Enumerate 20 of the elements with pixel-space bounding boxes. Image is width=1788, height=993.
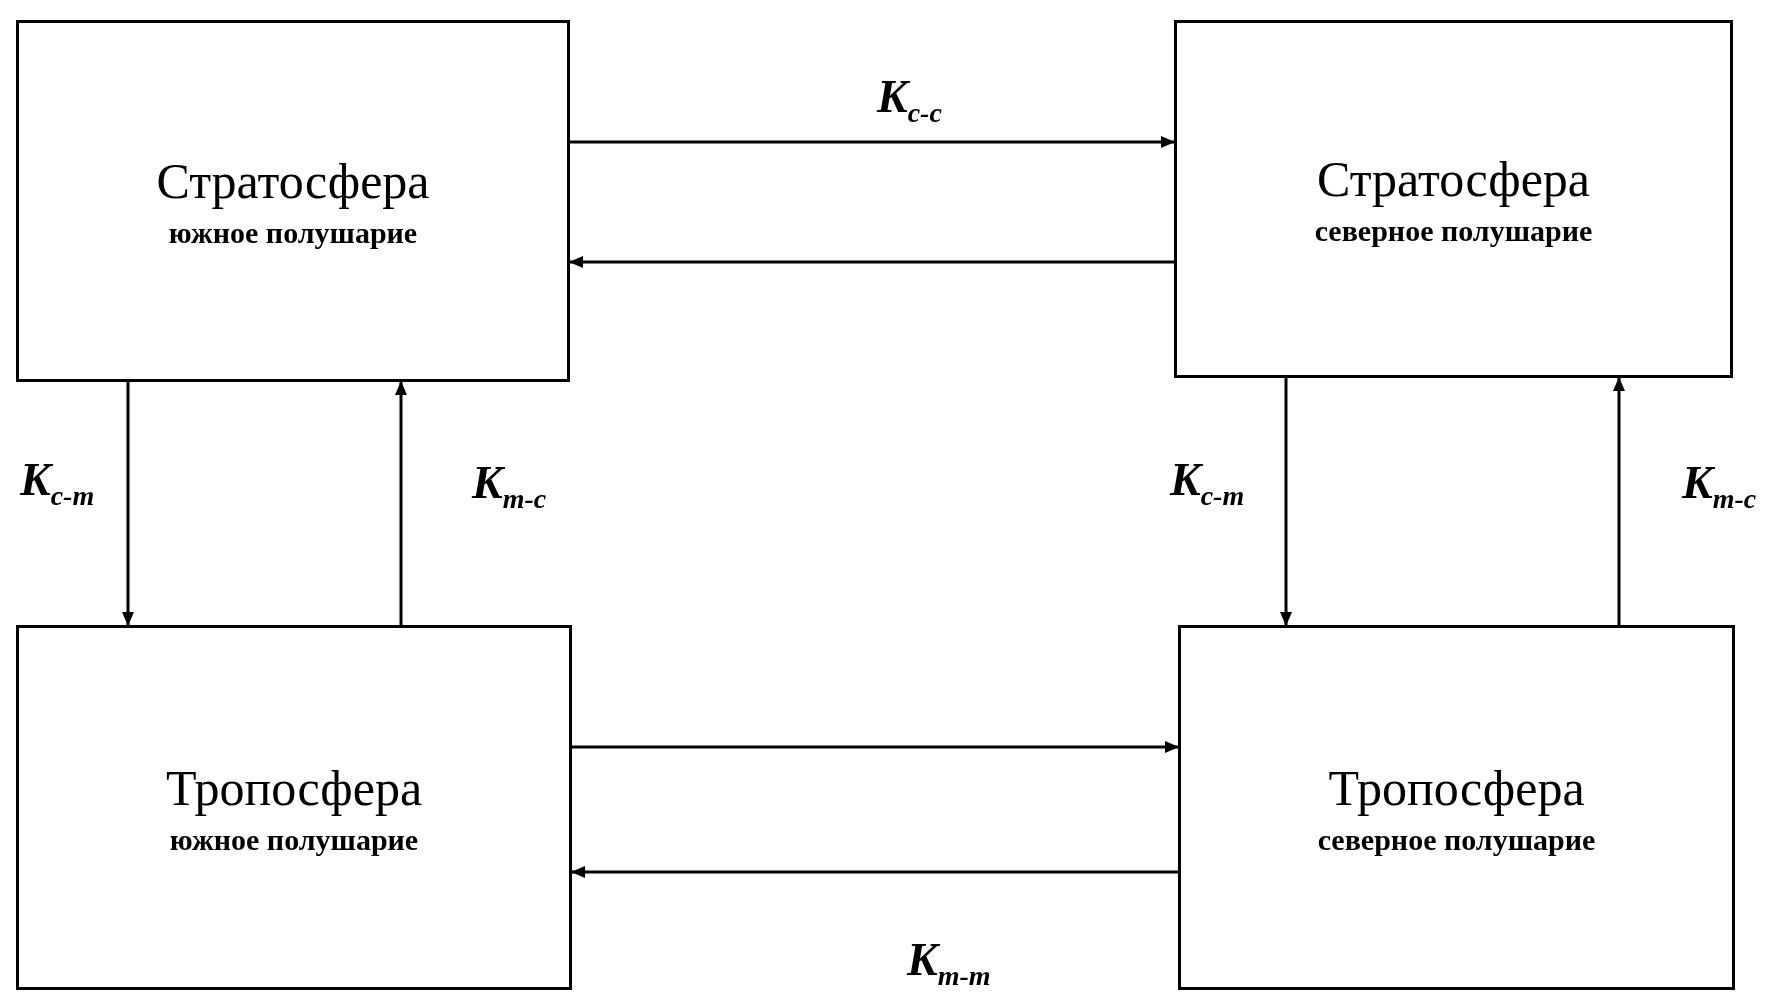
arrow xyxy=(122,382,134,626)
arrow xyxy=(1613,377,1625,625)
box-subtitle: южное полушарие xyxy=(168,216,418,250)
arrow xyxy=(395,381,407,625)
arrow xyxy=(1280,378,1292,626)
box-title: Стратосфера xyxy=(1316,150,1591,208)
box-title: Тропосфера xyxy=(1328,758,1585,817)
process-box xyxy=(16,625,572,990)
box-subtitle: северное полушарие xyxy=(1314,214,1593,248)
process-box xyxy=(1174,20,1733,378)
arrow xyxy=(572,741,1179,753)
process-box xyxy=(1178,625,1735,990)
arrow xyxy=(571,866,1178,878)
process-box xyxy=(16,20,570,382)
box-title: Тропосфера xyxy=(165,758,423,817)
box-title: Стратосфера xyxy=(156,152,430,210)
arrow xyxy=(570,136,1175,148)
box-subtitle: северное полушарие xyxy=(1317,822,1596,857)
arrow xyxy=(569,256,1174,268)
box-subtitle: южное полушарие xyxy=(169,822,419,857)
